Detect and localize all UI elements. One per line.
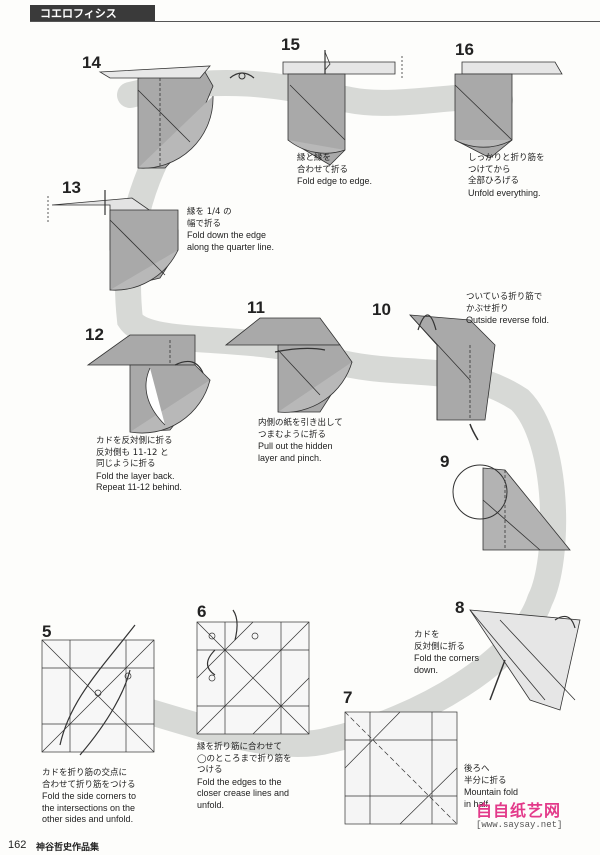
step-13-number: 13: [62, 178, 81, 198]
caption-line: カドを反対側に折る: [96, 436, 226, 448]
step-7-number: 7: [343, 688, 352, 708]
step-5-number: 5: [42, 622, 51, 642]
step-9-number: 9: [440, 452, 449, 472]
caption-line: 縁と縁を: [297, 153, 417, 165]
caption-line: other sides and unfold.: [42, 814, 192, 826]
caption-line: Fold the layer back.: [96, 471, 226, 483]
step6-figure: [197, 610, 309, 734]
watermark-logo: 自自纸艺网: [476, 797, 561, 821]
caption-line: Pull out the hidden: [258, 441, 388, 453]
caption-line: 後ろへ: [464, 764, 544, 776]
caption-line: 半分に折る: [464, 776, 544, 788]
caption-line: 幅で折る: [187, 219, 322, 231]
caption-line: カドを折り筋の交点に: [42, 768, 192, 780]
step-11-caption: 内側の紙を引き出して つまむように折る Pull out the hidden …: [258, 418, 388, 464]
caption-line: Fold the corners: [414, 653, 514, 665]
caption-line: 合わせて折る: [297, 165, 417, 177]
step14-figure: [100, 66, 213, 168]
page-number: 162: [8, 839, 26, 851]
caption-line: カドを: [414, 630, 514, 642]
caption-line: 同じように折る: [96, 459, 226, 471]
caption-line: closer crease lines and: [197, 788, 337, 800]
step-16-number: 16: [455, 40, 474, 60]
caption-line: unfold.: [197, 800, 337, 812]
step-8-number: 8: [455, 598, 464, 618]
book-title: 神谷哲史作品集: [36, 840, 99, 853]
step-10-number: 10: [372, 300, 391, 320]
caption-line: Fold edge to edge.: [297, 176, 417, 188]
step-16-caption: しっかりと折り筋を つけてから 全部ひろげる Unfold everything…: [468, 153, 588, 199]
step-8-caption: カドを 反対側に折る Fold the corners down.: [414, 630, 514, 676]
step-14-number: 14: [82, 53, 101, 73]
step-6-caption: 縁を折り筋に合わせて ◯のところまで折り筋を つける Fold the edge…: [197, 742, 337, 811]
caption-line: layer and pinch.: [258, 453, 388, 465]
step-12-caption: カドを反対側に折る 反対側も 11-12 と 同じように折る Fold the …: [96, 436, 226, 494]
step-12-number: 12: [85, 325, 104, 345]
step-15-number: 15: [281, 35, 300, 55]
step-10-caption: ついている折り筋で かぶせ折り Outside reverse fold.: [466, 292, 596, 327]
step11-figure: [226, 318, 352, 412]
caption-line: Fold down the edge: [187, 230, 322, 242]
caption-line: 内側の紙を引き出して: [258, 418, 388, 430]
caption-line: 反対側も 11-12 と: [96, 448, 226, 460]
caption-line: つける: [197, 765, 337, 777]
caption-line: 縁を折り筋に合わせて: [197, 742, 337, 754]
caption-line: 全部ひろげる: [468, 176, 588, 188]
caption-line: 合わせて折り筋をつける: [42, 780, 192, 792]
caption-line: しっかりと折り筋を: [468, 153, 588, 165]
step16-figure: [455, 62, 562, 158]
caption-line: つけてから: [468, 165, 588, 177]
caption-line: Outside reverse fold.: [466, 315, 596, 327]
step7-figure: [345, 712, 457, 824]
caption-line: 反対側に折る: [414, 642, 514, 654]
step-5-caption: カドを折り筋の交点に 合わせて折り筋をつける Fold the side cor…: [42, 768, 192, 826]
caption-line: ◯のところまで折り筋を: [197, 754, 337, 766]
step-15-caption: 縁と縁を 合わせて折る Fold edge to edge.: [297, 153, 417, 188]
caption-line: the intersections on the: [42, 803, 192, 815]
caption-line: along the quarter line.: [187, 242, 322, 254]
caption-line: Repeat 11-12 behind.: [96, 482, 226, 494]
watermark-url: [www.saysay.net]: [476, 820, 562, 830]
caption-line: Fold the edges to the: [197, 777, 337, 789]
caption-line: かぶせ折り: [466, 304, 596, 316]
step-6-number: 6: [197, 602, 206, 622]
step-11-number: 11: [247, 298, 265, 318]
caption-line: 縁を 1/4 の: [187, 207, 322, 219]
caption-line: down.: [414, 665, 514, 677]
step13-figure: [48, 190, 178, 290]
caption-line: ついている折り筋で: [466, 292, 596, 304]
step12-figure: [88, 335, 210, 433]
caption-line: つまむように折る: [258, 430, 388, 442]
step5-figure: [42, 625, 154, 755]
return-arrow: [470, 424, 478, 440]
step-13-caption: 縁を 1/4 の 幅で折る Fold down the edge along t…: [187, 207, 322, 253]
caption-line: Unfold everything.: [468, 188, 588, 200]
caption-line: Fold the side corners to: [42, 791, 192, 803]
